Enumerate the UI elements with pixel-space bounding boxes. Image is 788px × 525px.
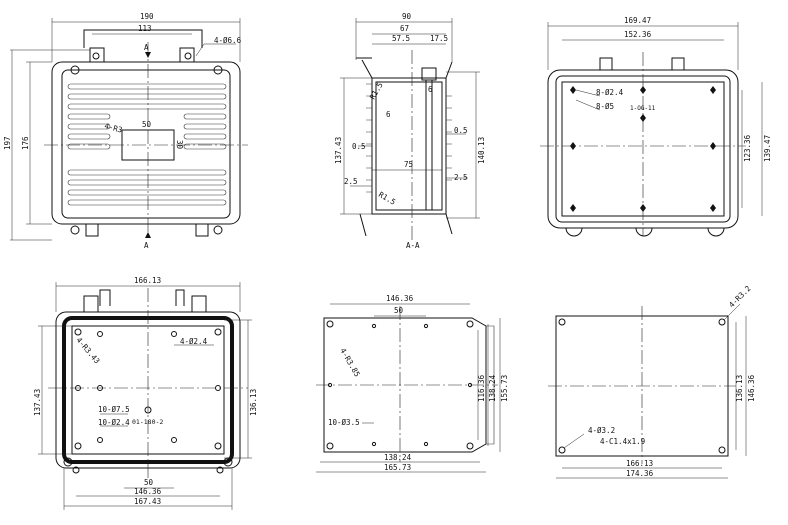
section-dim-67: 67 [400, 24, 409, 33]
inner-part-no: 01-180-2 [132, 418, 163, 426]
front-ear-hole-r [184, 52, 192, 60]
plate2-chamfer-label: 4-C1.4x1.9 [600, 437, 645, 446]
back-part-no: 1-OG-11 [630, 105, 656, 112]
front-mount-ears [89, 47, 195, 62]
section-r-bottom: R1.5 [377, 190, 397, 207]
inner-bosses-a: 10-Ø7.5 [98, 405, 130, 414]
front-ribs [67, 83, 227, 206]
inner-dim-146: 146.36 [134, 487, 162, 496]
front-dim-50: 50 [142, 120, 152, 129]
section-right-ribs [446, 95, 452, 181]
plate1-view: 146.36 50 4-R3.85 116.36 138.24 155.73 1… [316, 294, 509, 473]
section-view: 90 67 57.5 17.5 R1.5 6 6 0.5 0.5 137.43 … [334, 12, 486, 250]
section-dim-05a: 0.5 [352, 142, 366, 151]
back-dim-123: 123.36 [743, 134, 752, 162]
plate2-dim-166: 166.13 [626, 459, 653, 468]
back-dim-139: 139.47 [763, 135, 772, 162]
front-corner-hole-tl [70, 65, 80, 75]
section-dim-57: 57.5 [392, 34, 410, 43]
plate1-dim-50: 50 [394, 306, 404, 315]
back-holes-b: 8-Ø5 [596, 102, 614, 111]
plate1-dim-165: 165.73 [384, 463, 411, 472]
inner-dim-167: 167.43 [134, 497, 161, 506]
plate1-dim-146: 146.36 [386, 294, 414, 303]
plate2-dim-136: 136.13 [735, 375, 744, 402]
front-ear-hole-l [92, 52, 100, 60]
plate1-holes [326, 320, 474, 450]
plate1-dim-155: 155.73 [500, 375, 509, 402]
section-dim-75: 75 [404, 160, 413, 169]
section-top-flange [356, 57, 453, 79]
plate1-r-label: 4-R3.85 [338, 347, 362, 379]
inner-bosses [74, 328, 222, 450]
section-dim-05b: 0.5 [454, 126, 468, 135]
front-top-frame [83, 29, 203, 48]
front-dim-113: 113 [138, 24, 152, 33]
front-corner-hole-br [213, 225, 223, 235]
section-lid-lug [421, 67, 437, 81]
back-bottom-ears [565, 227, 725, 237]
back-dim-152: 152.36 [624, 30, 652, 39]
section-dim-90: 90 [402, 12, 412, 21]
section-inner-outline [375, 81, 443, 211]
front-section-mark-bottom: A [144, 241, 149, 250]
front-dim-30: 30 [175, 140, 184, 150]
front-dim-190: 190 [140, 12, 154, 21]
front-section-mark-top: A [144, 43, 149, 52]
section-dim-6b: 6 [428, 85, 433, 94]
section-dim-6a: 6 [386, 110, 391, 119]
inner-dim-50: 50 [144, 478, 154, 487]
plate1-dim-138v: 138.24 [488, 374, 497, 402]
plate2-holes-label: 4-Ø3.2 [588, 426, 615, 435]
section-bottom-flange [359, 213, 453, 237]
section-dim-25a: 2.5 [344, 177, 358, 186]
front-r3-label: 4-R3 [103, 121, 123, 134]
back-holes-a: 8-Ø2.4 [596, 88, 624, 97]
inner-dim-136: 136.13 [249, 389, 258, 416]
inner-dim-166: 166.13 [134, 276, 161, 285]
plate2-dim-174: 174.36 [626, 469, 654, 478]
inner-holes-label: 4-Ø2.4 [180, 337, 208, 346]
front-dim-197: 197 [3, 136, 12, 150]
section-left-ribs [366, 83, 372, 193]
section-dim-25b: 2.5 [454, 173, 468, 182]
plate2-dim-146: 146.36 [747, 374, 756, 402]
back-view: 169.47 152.36 8-Ø2.4 8-Ø5 1-OG-11 123.36… [540, 16, 772, 237]
inner-top-ribs [99, 289, 185, 306]
section-title: A-A [406, 241, 420, 250]
front-dim-176: 176 [21, 136, 30, 150]
section-dim-137: 137.43 [334, 137, 343, 164]
inner-dim-137: 137.43 [33, 389, 42, 416]
plate1-holes-label: 10-Ø3.5 [328, 418, 360, 427]
inner-top-lugs [83, 295, 207, 312]
plate2-view: 4-R3.2 4-Ø3.2 4-C1.4x1.9 136.13 146.36 1… [548, 284, 756, 479]
inner-corner-holes [63, 457, 233, 474]
back-top-lugs [599, 57, 685, 70]
front-outer-outline [51, 61, 241, 225]
plate1-dim-138: 138.24 [384, 453, 412, 462]
back-dim-169: 169.47 [624, 16, 651, 25]
plate2-holes [558, 318, 726, 454]
front-corner-hole-bl [70, 225, 80, 235]
front-view: 190 113 4-Ø6.6 A A 197 176 4-R3 50 30 [3, 12, 248, 250]
section-dim-17: 17.5 [430, 34, 448, 43]
front-bottom-lugs [85, 224, 209, 237]
inner-bosses-b: 10-Ø2.4 [98, 418, 130, 427]
section-gasket-channel [425, 80, 433, 210]
front-inner-outline [61, 69, 231, 219]
inner-r-label: 4-R3.43 [74, 336, 101, 366]
inner-view: 166.13 4-R3.43 4-Ø2.4 137.43 136.13 10-Ø… [33, 276, 258, 510]
plate1-dim-116: 116.36 [477, 374, 486, 402]
front-holes-label: 4-Ø6.6 [214, 36, 242, 45]
plate2-r-label: 4-R3.2 [727, 284, 753, 310]
section-dim-140: 140.13 [477, 137, 486, 164]
front-corner-hole-tr [213, 65, 223, 75]
